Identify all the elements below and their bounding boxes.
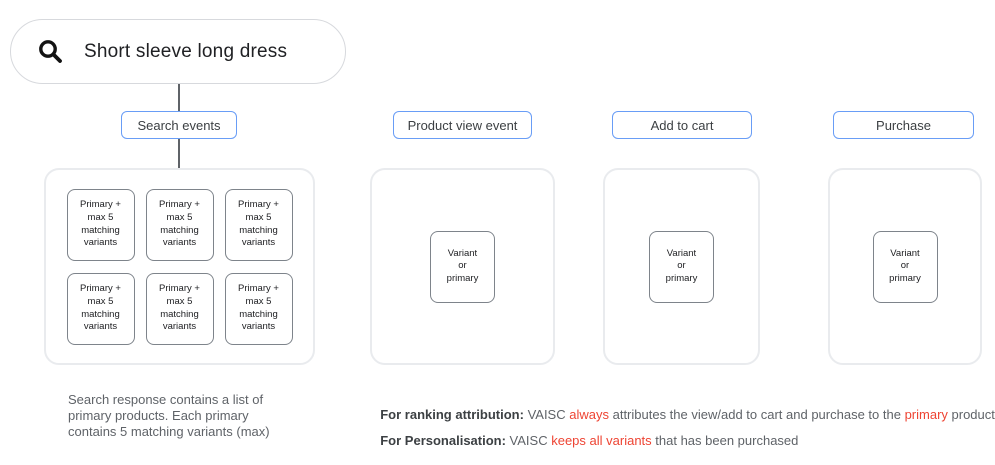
ranking-note-text: attributes the view/add to cart and purc… xyxy=(608,407,905,422)
variant-or-primary-box: Variant or primary xyxy=(430,230,495,303)
primary-product-box: Primary + max 5 matching variants xyxy=(145,272,214,345)
product-view-container: Variant or primary xyxy=(370,168,555,365)
personalisation-note: For Personalisation: VAISC keeps all var… xyxy=(373,418,798,448)
ranking-attribution-note: For ranking attribution: VAISC always at… xyxy=(373,392,995,422)
variant-or-primary-box: Variant or primary xyxy=(649,230,714,303)
search-query-text: Short sleeve long dress xyxy=(84,40,288,62)
label-search-events: Search events xyxy=(121,111,237,139)
ranking-note-text: VAISC xyxy=(523,407,570,422)
ranking-note-highlight: always xyxy=(569,407,609,422)
personalisation-note-heading: For Personalisation: xyxy=(380,433,506,448)
label-search-events-text: Search events xyxy=(137,117,221,133)
primary-product-box: Primary + max 5 matching variants xyxy=(66,272,135,345)
personalisation-note-text: VAISC xyxy=(505,433,552,448)
primary-product-box: Primary + max 5 matching variants xyxy=(224,188,293,261)
ranking-note-heading: For ranking attribution: xyxy=(380,407,524,422)
search-events-container: Primary + max 5 matching variants Primar… xyxy=(44,168,315,365)
label-product-view-event: Product view event xyxy=(393,111,532,139)
purchase-container: Variant or primary xyxy=(828,168,982,365)
primary-product-box: Primary + max 5 matching variants xyxy=(66,188,135,261)
add-to-cart-container: Variant or primary xyxy=(603,168,760,365)
label-add-to-cart-text: Add to cart xyxy=(650,117,714,133)
ranking-note-highlight: primary xyxy=(904,407,948,422)
search-input[interactable]: Short sleeve long dress xyxy=(10,19,346,84)
connector-line-top xyxy=(178,84,180,111)
primary-product-box: Primary + max 5 matching variants xyxy=(224,272,293,345)
label-product-view-event-text: Product view event xyxy=(407,117,518,133)
search-response-note: Search response contains a list of prima… xyxy=(68,392,270,439)
variant-or-primary-box: Variant or primary xyxy=(872,230,938,303)
connector-line-bottom xyxy=(178,139,180,168)
personalisation-note-text: that has been purchased xyxy=(651,433,799,448)
label-purchase: Purchase xyxy=(833,111,974,139)
primary-product-box: Primary + max 5 matching variants xyxy=(145,188,214,261)
personalisation-note-highlight: keeps all variants xyxy=(551,433,652,448)
label-add-to-cart: Add to cart xyxy=(612,111,752,139)
label-purchase-text: Purchase xyxy=(876,117,931,133)
search-icon xyxy=(37,38,64,65)
ranking-note-text: product. xyxy=(947,407,995,422)
